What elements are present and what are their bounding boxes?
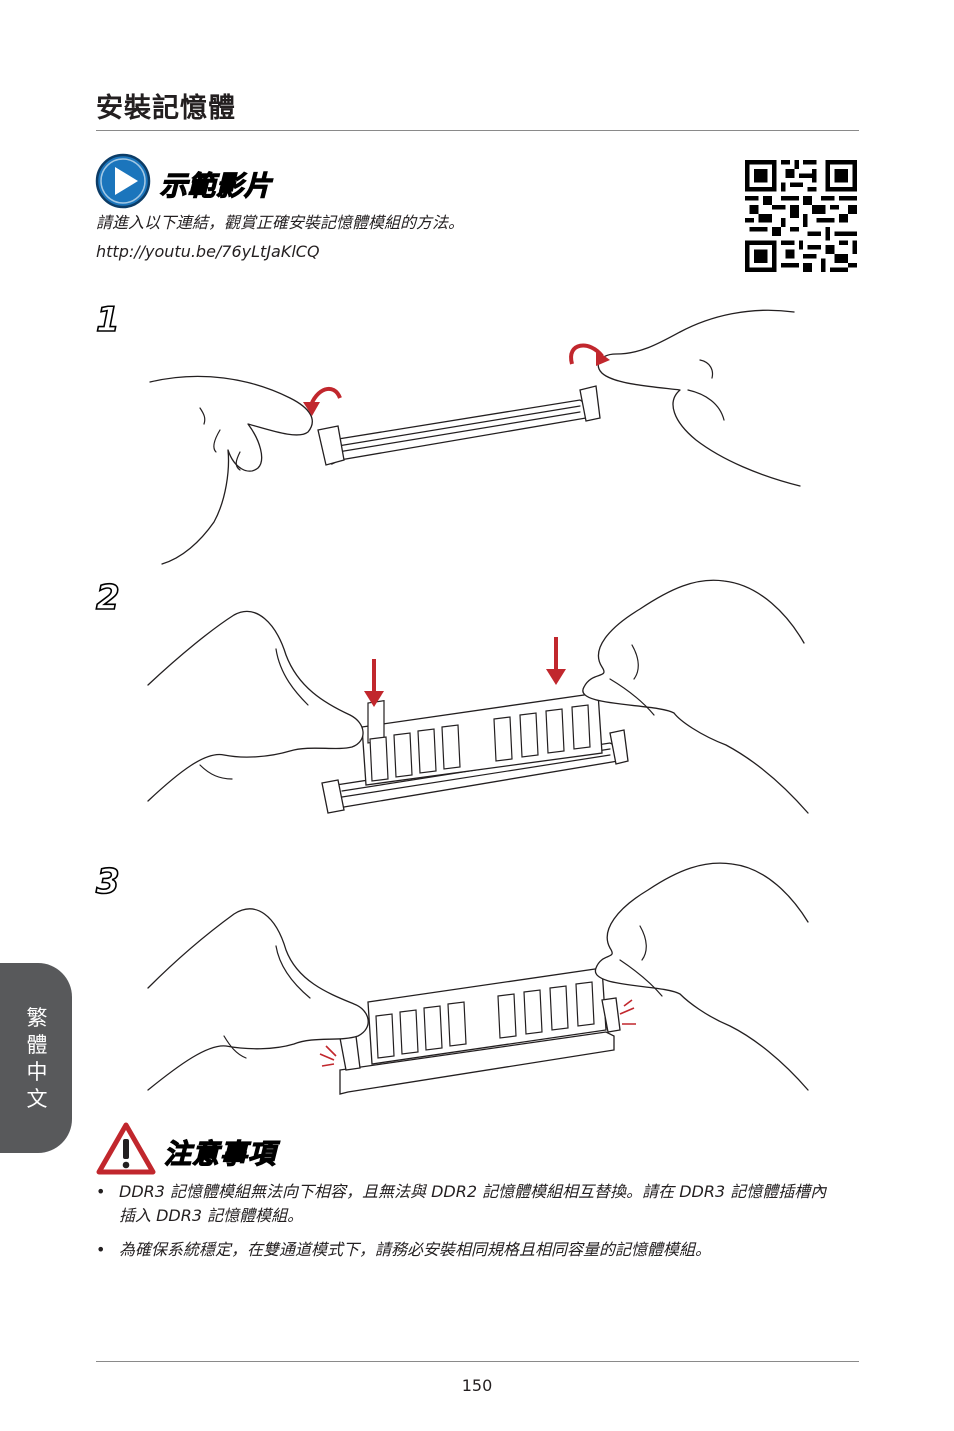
slot-clip-left bbox=[317, 425, 345, 466]
caution-list: •DDR3 記憶體模組無法向下相容，且無法與 DDR2 記憶體模組相互替換。請在… bbox=[96, 1180, 836, 1272]
caution-item-1: DDR3 記憶體模組無法向下相容，且無法與 DDR2 記憶體模組相互替換。請在 … bbox=[119, 1182, 827, 1225]
qr-code bbox=[745, 160, 857, 272]
slot-clip-right bbox=[579, 385, 601, 422]
step-number-2: 2 bbox=[95, 577, 120, 619]
title-divider bbox=[96, 130, 859, 131]
list-item: •DDR3 記憶體模組無法向下相容，且無法與 DDR2 記憶體模組相互替換。請在… bbox=[96, 1182, 827, 1225]
step-number-1: 1 bbox=[95, 299, 120, 341]
caution-item-2: 為確保系統穩定，在雙通道模式下，請務必安裝相同規格且相同容量的記憶體模組。 bbox=[119, 1240, 712, 1259]
step-3-illustration bbox=[147, 862, 809, 1095]
page-number: 150 bbox=[461, 1376, 493, 1395]
video-description: 請進入以下連結，觀賞正確安裝記憶體模組的方法。 bbox=[96, 213, 465, 232]
language-tab-label: 繁體中文 bbox=[26, 1006, 48, 1111]
list-item: •為確保系統穩定，在雙通道模式下，請務必安裝相同規格且相同容量的記憶體模組。 bbox=[96, 1240, 712, 1259]
step-1-illustration bbox=[149, 309, 801, 565]
language-side-tab bbox=[0, 963, 72, 1153]
footer-divider bbox=[96, 1361, 859, 1362]
step-number-3: 3 bbox=[95, 861, 120, 903]
page-title: 安裝記憶體 bbox=[96, 93, 236, 124]
warning-icon bbox=[96, 1122, 156, 1175]
play-icon bbox=[95, 153, 151, 209]
step-2-illustration bbox=[147, 579, 809, 814]
caution-heading: 注意事項 bbox=[163, 1138, 276, 1170]
video-link[interactable]: http://youtu.be/76yLtJaKlCQ bbox=[96, 242, 320, 261]
video-heading: 示範影片 bbox=[159, 170, 272, 202]
